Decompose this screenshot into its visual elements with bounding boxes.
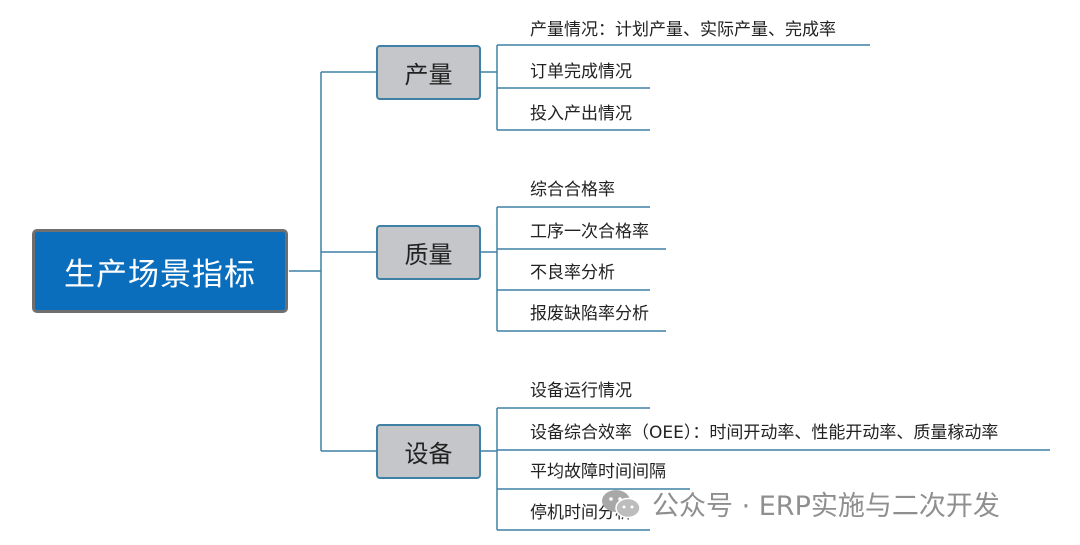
leaf-scrap-rate: 报废缺陷率分析 bbox=[530, 304, 649, 324]
wechat-icon bbox=[602, 489, 641, 518]
branch-node-quality: 质量 bbox=[376, 225, 481, 280]
branch-node-output: 产量 bbox=[376, 45, 481, 100]
leaf-defect-rate: 不良率分析 bbox=[530, 263, 615, 283]
leaf-first-pass-rate: 工序一次合格率 bbox=[530, 222, 649, 242]
leaf-oee: 设备综合效率（OEE）：时间开动率、性能开动率、质量稼动率 bbox=[530, 423, 999, 443]
leaf-equipment-running: 设备运行情况 bbox=[530, 381, 632, 401]
leaf-order-completion: 订单完成情况 bbox=[530, 62, 632, 82]
branch-node-equipment: 设备 bbox=[376, 424, 481, 479]
branch-label: 设备 bbox=[404, 440, 453, 468]
root-label: 生产场景指标 bbox=[64, 256, 256, 293]
leaf-overall-pass-rate: 综合合格率 bbox=[530, 180, 615, 200]
branch-label: 质量 bbox=[404, 241, 453, 269]
leaf-input-output: 投入产出情况 bbox=[530, 104, 632, 124]
watermark-text: 公众号 · ERP实施与二次开发 bbox=[652, 491, 1000, 522]
watermark: 公众号 · ERP实施与二次开发 bbox=[600, 484, 1000, 523]
root-node: 生产场景指标 bbox=[32, 229, 288, 313]
branch-label: 产量 bbox=[404, 61, 453, 89]
leaf-output-status: 产量情况：计划产量、实际产量、完成率 bbox=[530, 20, 836, 40]
leaf-mtbf: 平均故障时间间隔 bbox=[530, 462, 666, 482]
